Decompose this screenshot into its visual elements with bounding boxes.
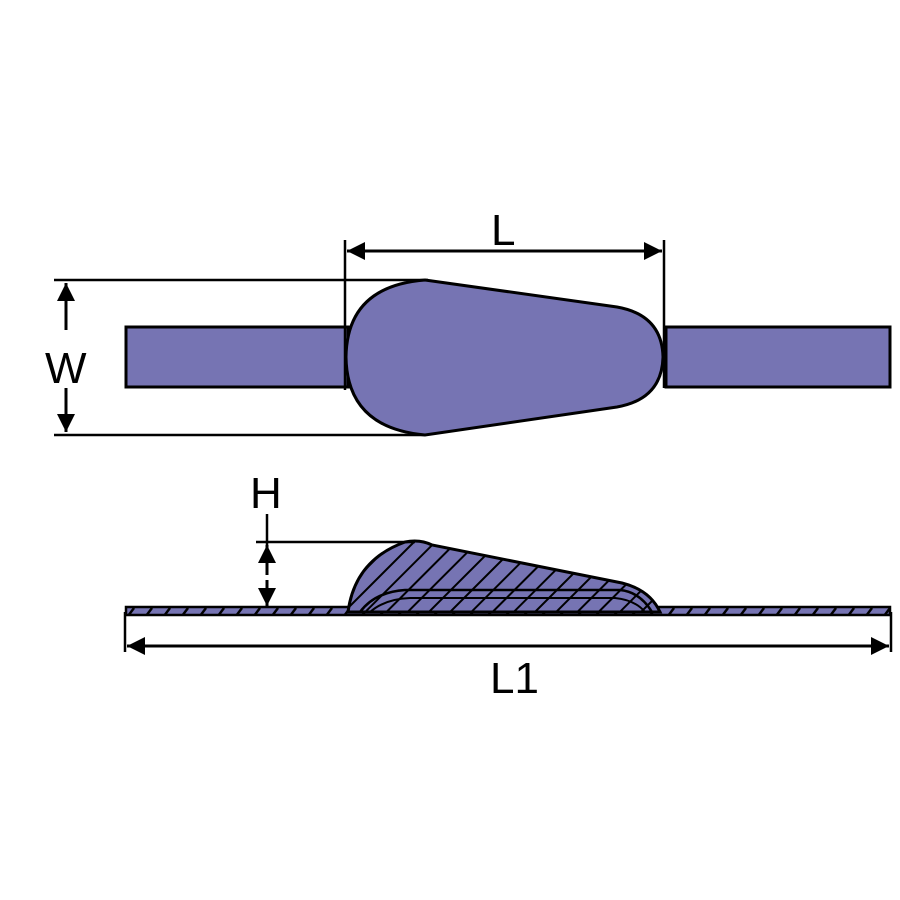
sleeve-inner-channel	[359, 588, 654, 613]
left-band	[124, 325, 350, 389]
top-view: L W	[45, 206, 892, 437]
dimension-L-label: L	[491, 206, 515, 255]
dimension-W-label: W	[45, 344, 87, 393]
dimension-L: L	[343, 206, 666, 390]
dimension-H-label: H	[250, 469, 282, 518]
dimension-H: H	[250, 469, 415, 606]
sleeve-inner-channel-lower	[369, 597, 646, 613]
dimension-W: W	[45, 278, 428, 437]
dimension-L1: L1	[123, 612, 893, 703]
sleeve-body-side	[346, 539, 663, 614]
right-band	[664, 325, 892, 389]
side-view: H L1	[123, 469, 893, 703]
sleeve-body-top	[344, 278, 665, 437]
dimension-L1-label: L1	[490, 654, 539, 703]
